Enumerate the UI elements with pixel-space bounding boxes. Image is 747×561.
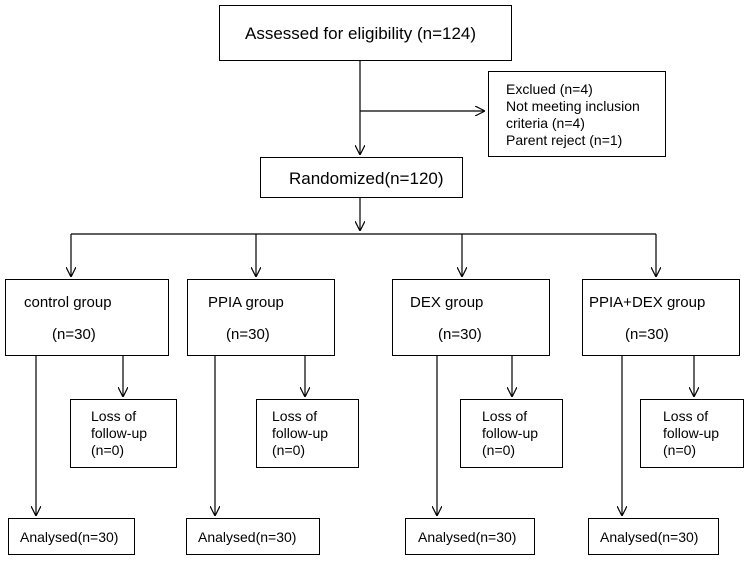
excluded-box: Exclued (n=4) Not meeting inclusion crit…: [488, 71, 666, 157]
loss-box-ppia-dex: Loss of follow-up (n=0): [640, 399, 744, 468]
randomized-label: Randomized(n=120): [289, 169, 444, 188]
loss-line-3: (n=0): [91, 442, 125, 458]
loss-line-3: (n=0): [272, 442, 306, 458]
analysed-label: Analysed(n=30): [20, 529, 119, 545]
assessed-label: Assessed for eligibility (n=124): [245, 24, 477, 43]
group-box-ppia: PPIA group (n=30): [187, 279, 335, 356]
loss-line-1: Loss of: [91, 408, 137, 424]
excluded-line-2: Not meeting inclusion: [506, 98, 640, 114]
analysed-box-control: Analysed(n=30): [8, 518, 135, 555]
group-name: DEX group: [410, 294, 484, 311]
group-count: (n=30): [625, 326, 669, 343]
loss-line-1: Loss of: [482, 408, 528, 424]
loss-box-dex: Loss of follow-up (n=0): [460, 399, 563, 468]
loss-line-1: Loss of: [663, 408, 709, 424]
excluded-line-3: criteria (n=4): [506, 115, 585, 131]
analysed-box-dex: Analysed(n=30): [405, 518, 535, 555]
loss-box-ppia: Loss of follow-up (n=0): [256, 399, 359, 468]
group-count: (n=30): [226, 326, 270, 343]
loss-line-2: follow-up: [272, 425, 329, 441]
analysed-box-ppia-dex: Analysed(n=30): [588, 518, 719, 555]
group-name: PPIA group: [208, 294, 284, 311]
loss-line-2: follow-up: [91, 425, 148, 441]
loss-line-2: follow-up: [663, 425, 720, 441]
loss-line-3: (n=0): [482, 442, 516, 458]
assessed-box: Assessed for eligibility (n=124): [219, 5, 512, 61]
analysed-label: Analysed(n=30): [418, 529, 517, 545]
excluded-line-1: Exclued (n=4): [506, 81, 593, 97]
analysed-box-ppia: Analysed(n=30): [186, 518, 320, 555]
analysed-label: Analysed(n=30): [600, 529, 699, 545]
group-box-control: control group (n=30): [5, 279, 169, 356]
loss-line-1: Loss of: [272, 408, 318, 424]
group-name: PPIA+DEX group: [589, 294, 706, 311]
group-count: (n=30): [52, 326, 96, 343]
group-count: (n=30): [438, 326, 482, 343]
excluded-line-4: Parent reject (n=1): [506, 132, 623, 148]
group-box-dex: DEX group (n=30): [392, 279, 550, 356]
loss-box-control: Loss of follow-up (n=0): [70, 399, 177, 468]
group-name: control group: [24, 294, 112, 311]
group-box-ppia-dex: PPIA+DEX group (n=30): [582, 279, 740, 356]
loss-line-2: follow-up: [482, 425, 539, 441]
randomized-box: Randomized(n=120): [260, 157, 463, 198]
analysed-label: Analysed(n=30): [198, 529, 297, 545]
loss-line-3: (n=0): [663, 442, 697, 458]
